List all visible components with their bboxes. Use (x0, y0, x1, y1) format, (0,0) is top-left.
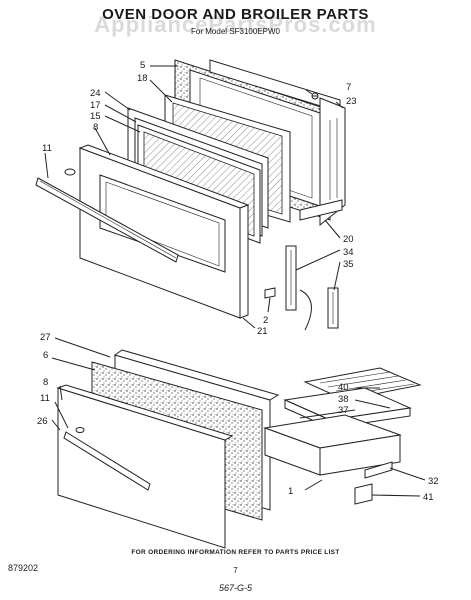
callout-label: 15 (90, 111, 101, 122)
watermark: AppliancePartsPros.com (94, 12, 377, 37)
callout-label: 1 (288, 486, 293, 497)
callout-label: 20 (343, 234, 354, 245)
door-side-panel (319, 97, 346, 227)
page-number: 7 (233, 566, 238, 575)
door-hinge-left (285, 245, 312, 331)
hinge-pin (264, 287, 276, 299)
callout-label: 2 (263, 315, 268, 326)
page-title: OVEN DOOR AND BROILER PARTS (102, 6, 369, 23)
callout-label: 6 (43, 350, 48, 361)
callout-label: 7 (346, 82, 351, 93)
broiler-handle (63, 427, 151, 491)
callout-label: 40 (338, 382, 349, 393)
callout-label: 27 (40, 332, 51, 343)
callout-label: 8 (43, 377, 48, 388)
callout-label: 37 (338, 405, 349, 416)
leader-lines (44, 65, 426, 497)
broiler-drawer-front (56, 384, 234, 549)
screw (311, 92, 319, 100)
model-number: For Model SF3100EPW0 (191, 27, 280, 36)
callout-label: 8 (93, 122, 98, 133)
callout-label: 35 (343, 259, 354, 270)
callout-label: 23 (346, 96, 357, 107)
door-hinge-right (327, 287, 339, 329)
oven-door-outer-panel (78, 144, 250, 319)
callout-label: 5 (140, 60, 145, 71)
broiler-drawer-tray (263, 414, 402, 476)
door-bottom-bracket (299, 199, 343, 221)
callout-label: 32 (428, 476, 439, 487)
callout-label: 38 (338, 394, 349, 405)
callout-label: 21 (257, 326, 268, 337)
callout-label: 17 (90, 100, 101, 111)
broiler-grid (303, 367, 422, 401)
callout-label: 11 (40, 393, 50, 404)
callout-labels: 5 18 24 17 15 8 11 7 23 20 34 35 2 21 27… (37, 60, 439, 503)
callout-label: 34 (343, 247, 354, 258)
callout-label: 26 (37, 416, 48, 427)
drawer-slide-bracket (354, 461, 393, 505)
callout-label: 18 (137, 73, 148, 84)
callout-label: 11 (42, 143, 52, 154)
callout-label: 24 (90, 88, 101, 99)
ordering-info: FOR ORDERING INFORMATION REFER TO PARTS … (131, 549, 340, 556)
diagram-number: 879202 (8, 563, 39, 573)
callout-label: 41 (423, 492, 434, 503)
door-handle (35, 168, 179, 263)
page-code: 567-G-5 (218, 583, 253, 593)
